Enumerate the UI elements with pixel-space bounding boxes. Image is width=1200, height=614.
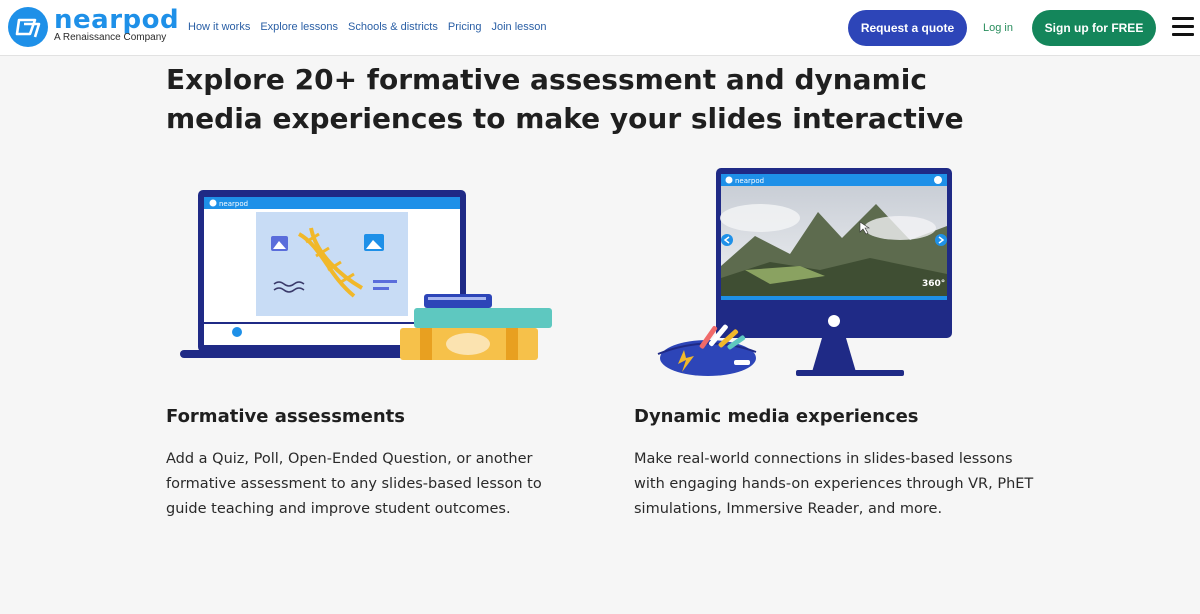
hamburger-menu-icon[interactable] <box>1172 17 1194 37</box>
page-headline: Explore 20+ formative assessment and dyn… <box>166 63 964 135</box>
request-quote-button[interactable]: Request a quote <box>848 10 967 46</box>
vr-360-badge: 360° <box>922 279 945 289</box>
brand-name: nearpod <box>54 5 180 35</box>
nearpod-logo-icon <box>8 7 48 47</box>
brand-tagline: A Renaissance Company <box>54 32 167 43</box>
monitor-brand-text: nearpod <box>735 177 764 185</box>
nav-explore-lessons[interactable]: Explore lessons <box>260 21 338 33</box>
feature-body-formative: Add a Quiz, Poll, Open-Ended Question, o… <box>166 451 542 517</box>
feature-body-dynamic-media: Make real-world connections in slides-ba… <box>634 451 1034 517</box>
feature-title-formative: Formative assessments <box>166 406 406 427</box>
signup-button[interactable]: Sign up for FREE <box>1032 10 1156 46</box>
site-header: nearpod A Renaissance Company How it wor… <box>0 0 1200 56</box>
login-link[interactable]: Log in <box>983 22 1013 34</box>
nav-how-it-works[interactable]: How it works <box>188 21 251 33</box>
formative-assessment-illustration: nearpod <box>176 184 556 364</box>
main-nav: How it works Explore lessons Schools & d… <box>188 19 547 35</box>
nearpod-logo[interactable]: nearpod A Renaissance Company <box>8 5 179 49</box>
nav-schools-districts[interactable]: Schools & districts <box>348 21 438 33</box>
nav-join-lesson[interactable]: Join lesson <box>491 21 547 33</box>
feature-title-dynamic-media: Dynamic media experiences <box>634 406 919 427</box>
nav-pricing[interactable]: Pricing <box>447 21 482 33</box>
laptop-brand-text: nearpod <box>219 200 248 208</box>
dynamic-media-illustration: nearpod 360° <box>650 166 960 382</box>
